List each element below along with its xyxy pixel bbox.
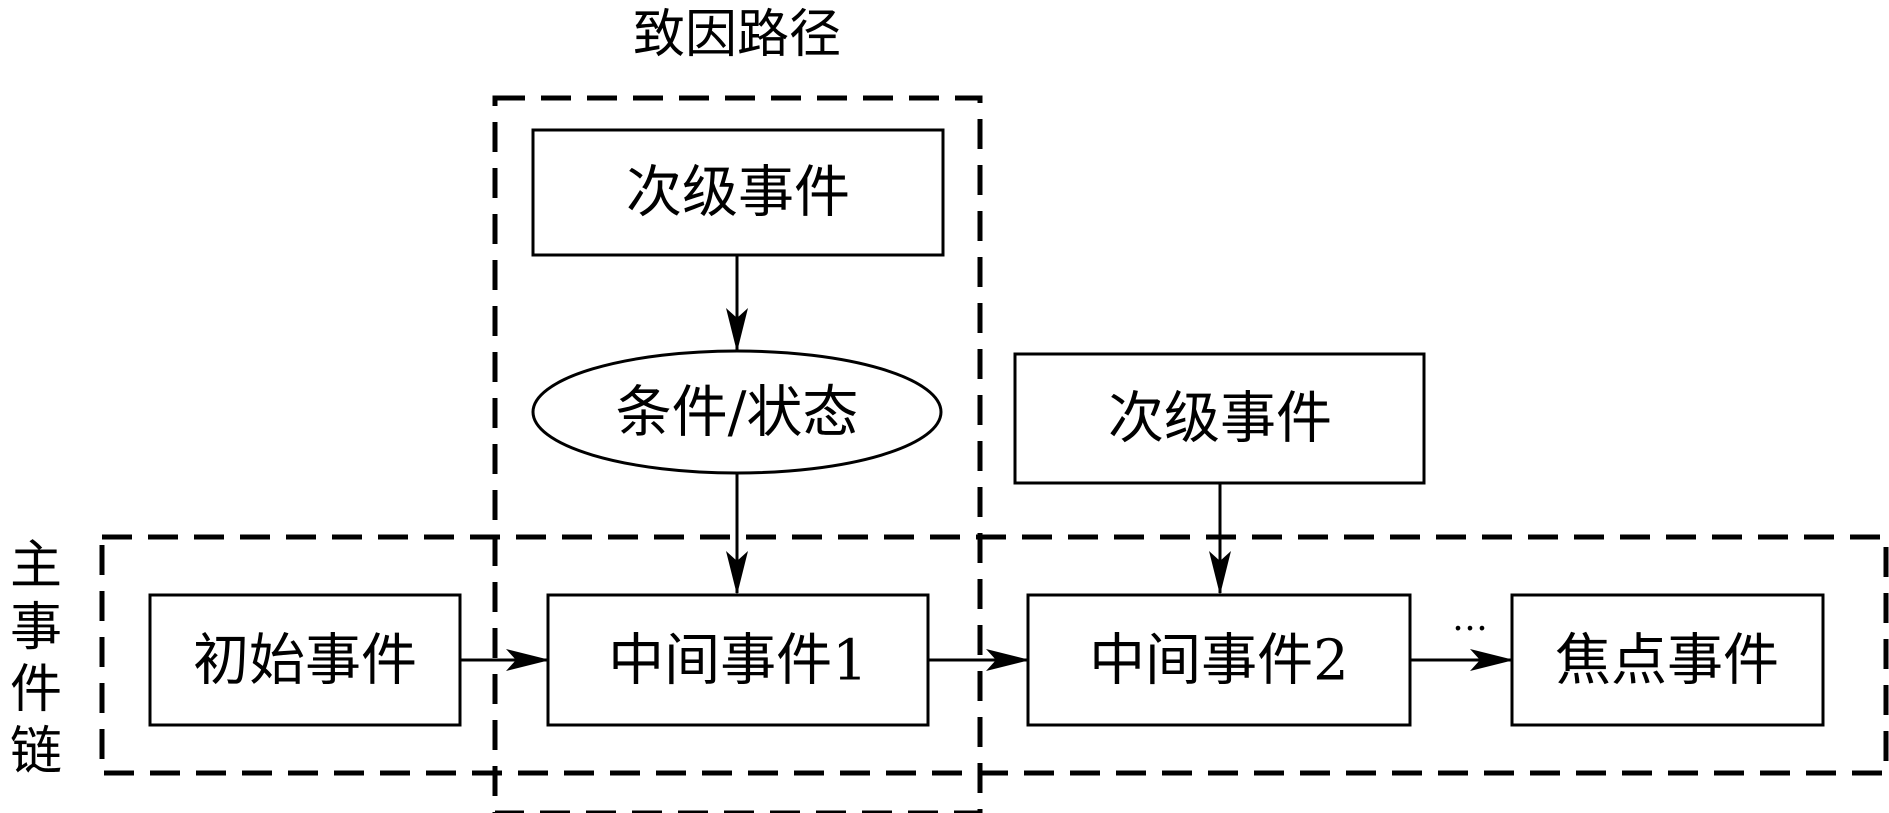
secondary-event-node-1: 次级事件 (531, 128, 945, 257)
intermediate-event-node-2: 中间事件2 (1026, 593, 1412, 727)
condition-state-node: 条件/状态 (531, 349, 943, 475)
causal-path-group (492, 95, 983, 813)
intermediate-event-label-2: 中间事件2 (1089, 629, 1349, 694)
condition-state-label: 条件/状态 (616, 381, 859, 446)
main-chain-label-char-4: 链 (10, 722, 62, 782)
continuation-ellipsis: … (1452, 598, 1488, 639)
initial-event-label: 初始事件 (193, 629, 417, 694)
secondary-event-node-2: 次级事件 (1013, 352, 1426, 485)
main-chain-label-char-3: 件 (10, 660, 62, 720)
intermediate-event-label-1: 中间事件1 (608, 629, 868, 694)
secondary-event-label-2: 次级事件 (1108, 387, 1332, 452)
main-chain-group (99, 534, 1889, 776)
intermediate-event-node-1: 中间事件1 (546, 593, 930, 727)
secondary-event-label-1: 次级事件 (626, 161, 850, 226)
causal-path-label: 致因路径 (633, 5, 841, 65)
focal-event-node: 焦点事件 (1510, 593, 1825, 727)
focal-event-label: 焦点事件 (1555, 629, 1779, 694)
initial-event-node: 初始事件 (148, 593, 462, 727)
main-chain-label-char-2: 事 (10, 598, 62, 658)
main-chain-label-char-1: 主 (10, 536, 62, 596)
